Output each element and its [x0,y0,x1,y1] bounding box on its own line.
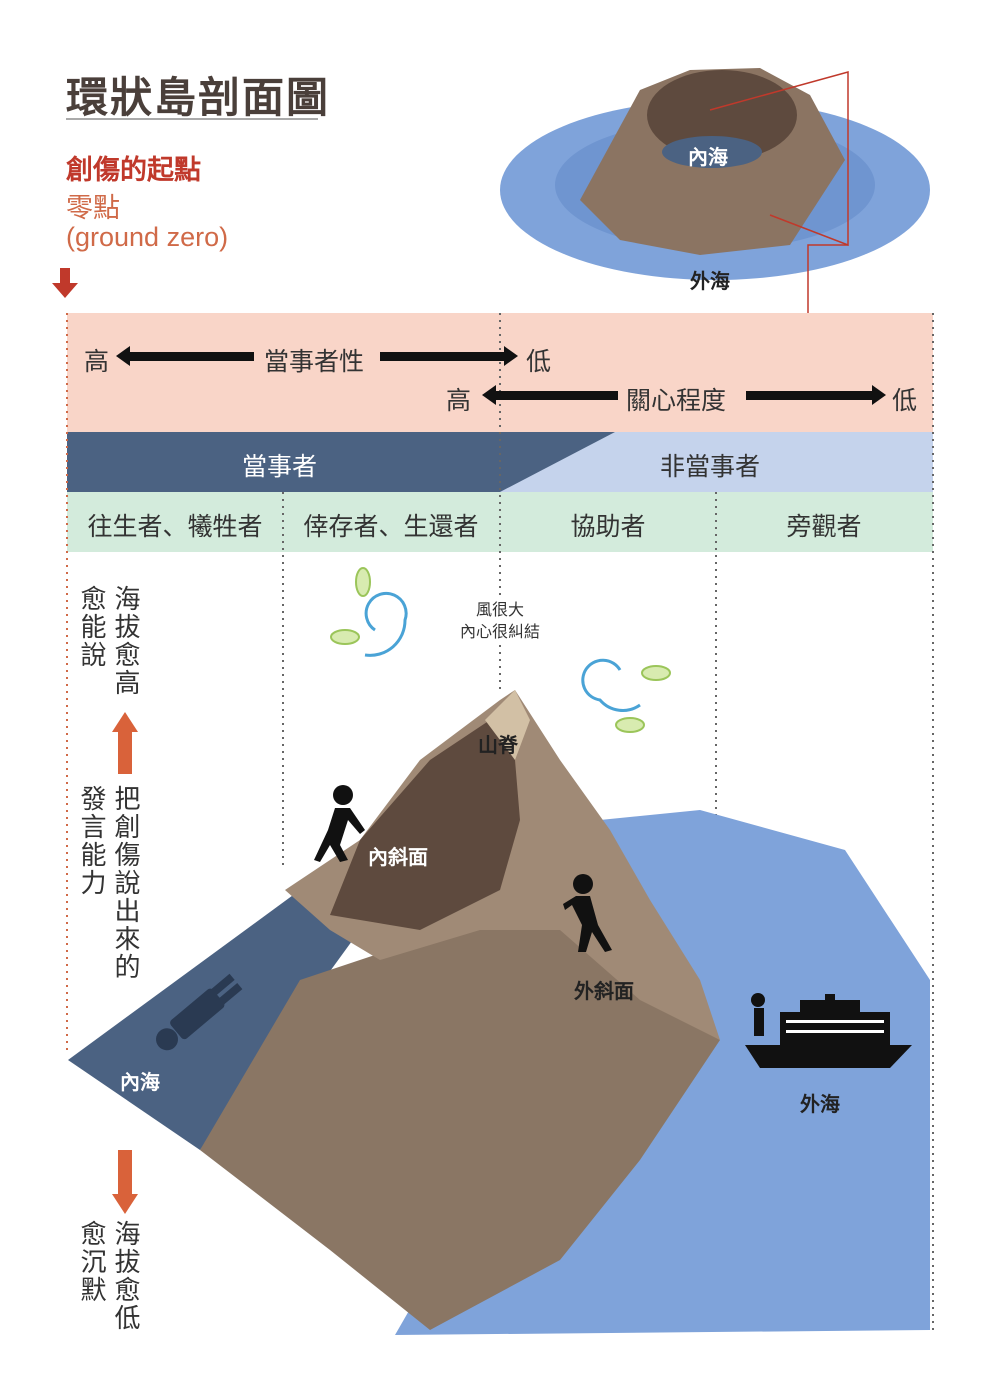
outer-slope [200,860,720,1330]
side-text-lower: 海拔愈低 [110,1220,140,1332]
inner-slope [330,720,520,930]
down-arrow-icon [118,1150,132,1196]
origin-subheading: 零點 [66,193,120,224]
inset-inner-sea-label: 內海 [688,145,728,169]
involvement-label: 當事者性 [260,342,369,378]
involvement-high: 高 [80,342,114,378]
inset-outer-sea-label: 外海 [690,269,730,293]
concern-low: 低 [888,381,922,417]
scale-band [67,313,933,432]
side-text-ability-desc: 把創傷說出來的 [110,785,140,981]
category-helpers: 協助者 [570,512,646,541]
up-arrow-icon [118,730,132,774]
climber-icon [314,785,365,862]
inner-sea-label: 內海 [120,1070,160,1094]
insider-band [67,432,615,492]
side-text-silent: 愈沉默 [76,1220,106,1304]
concern-label: 關心程度 [622,381,731,417]
involvement-low: 低 [522,342,556,378]
side-text-more-speak: 愈能說 [76,585,106,669]
wind-swirl-icon [330,567,671,733]
outsiders-label: 非當事者 [660,452,761,481]
inner-sea [68,890,360,1150]
page-title: 環狀島剖面圖 [66,73,331,122]
insiders-label: 當事者 [242,452,318,481]
inset-island [500,68,930,313]
category-survivors: 倖存者、生還者 [303,512,479,541]
side-text-ability: 發言能力 [76,785,106,897]
category-bystanders: 旁觀者 [786,512,862,541]
outer-sea-label: 外海 [800,1092,840,1116]
origin-heading: 創傷的起點 [66,155,201,186]
title-divider [66,118,318,120]
side-text-higher: 海拔愈高 [110,585,140,697]
drowning-person-icon [156,973,243,1051]
inner-slope-label: 內斜面 [368,845,428,869]
outer-slope-label: 外斜面 [574,979,634,1003]
walker-icon [563,874,612,952]
category-deceased: 往生者、犧牲者 [87,512,263,541]
ship-icon [745,993,912,1068]
origin-english: (ground zero) [66,222,229,252]
ridge-label: 山脊 [478,733,518,757]
wind-label: 風很大 [475,600,524,619]
conflict-label: 內心很糾結 [459,622,540,641]
ridge [485,690,530,760]
down-arrow-icon [60,268,70,284]
concern-high: 高 [442,381,476,417]
